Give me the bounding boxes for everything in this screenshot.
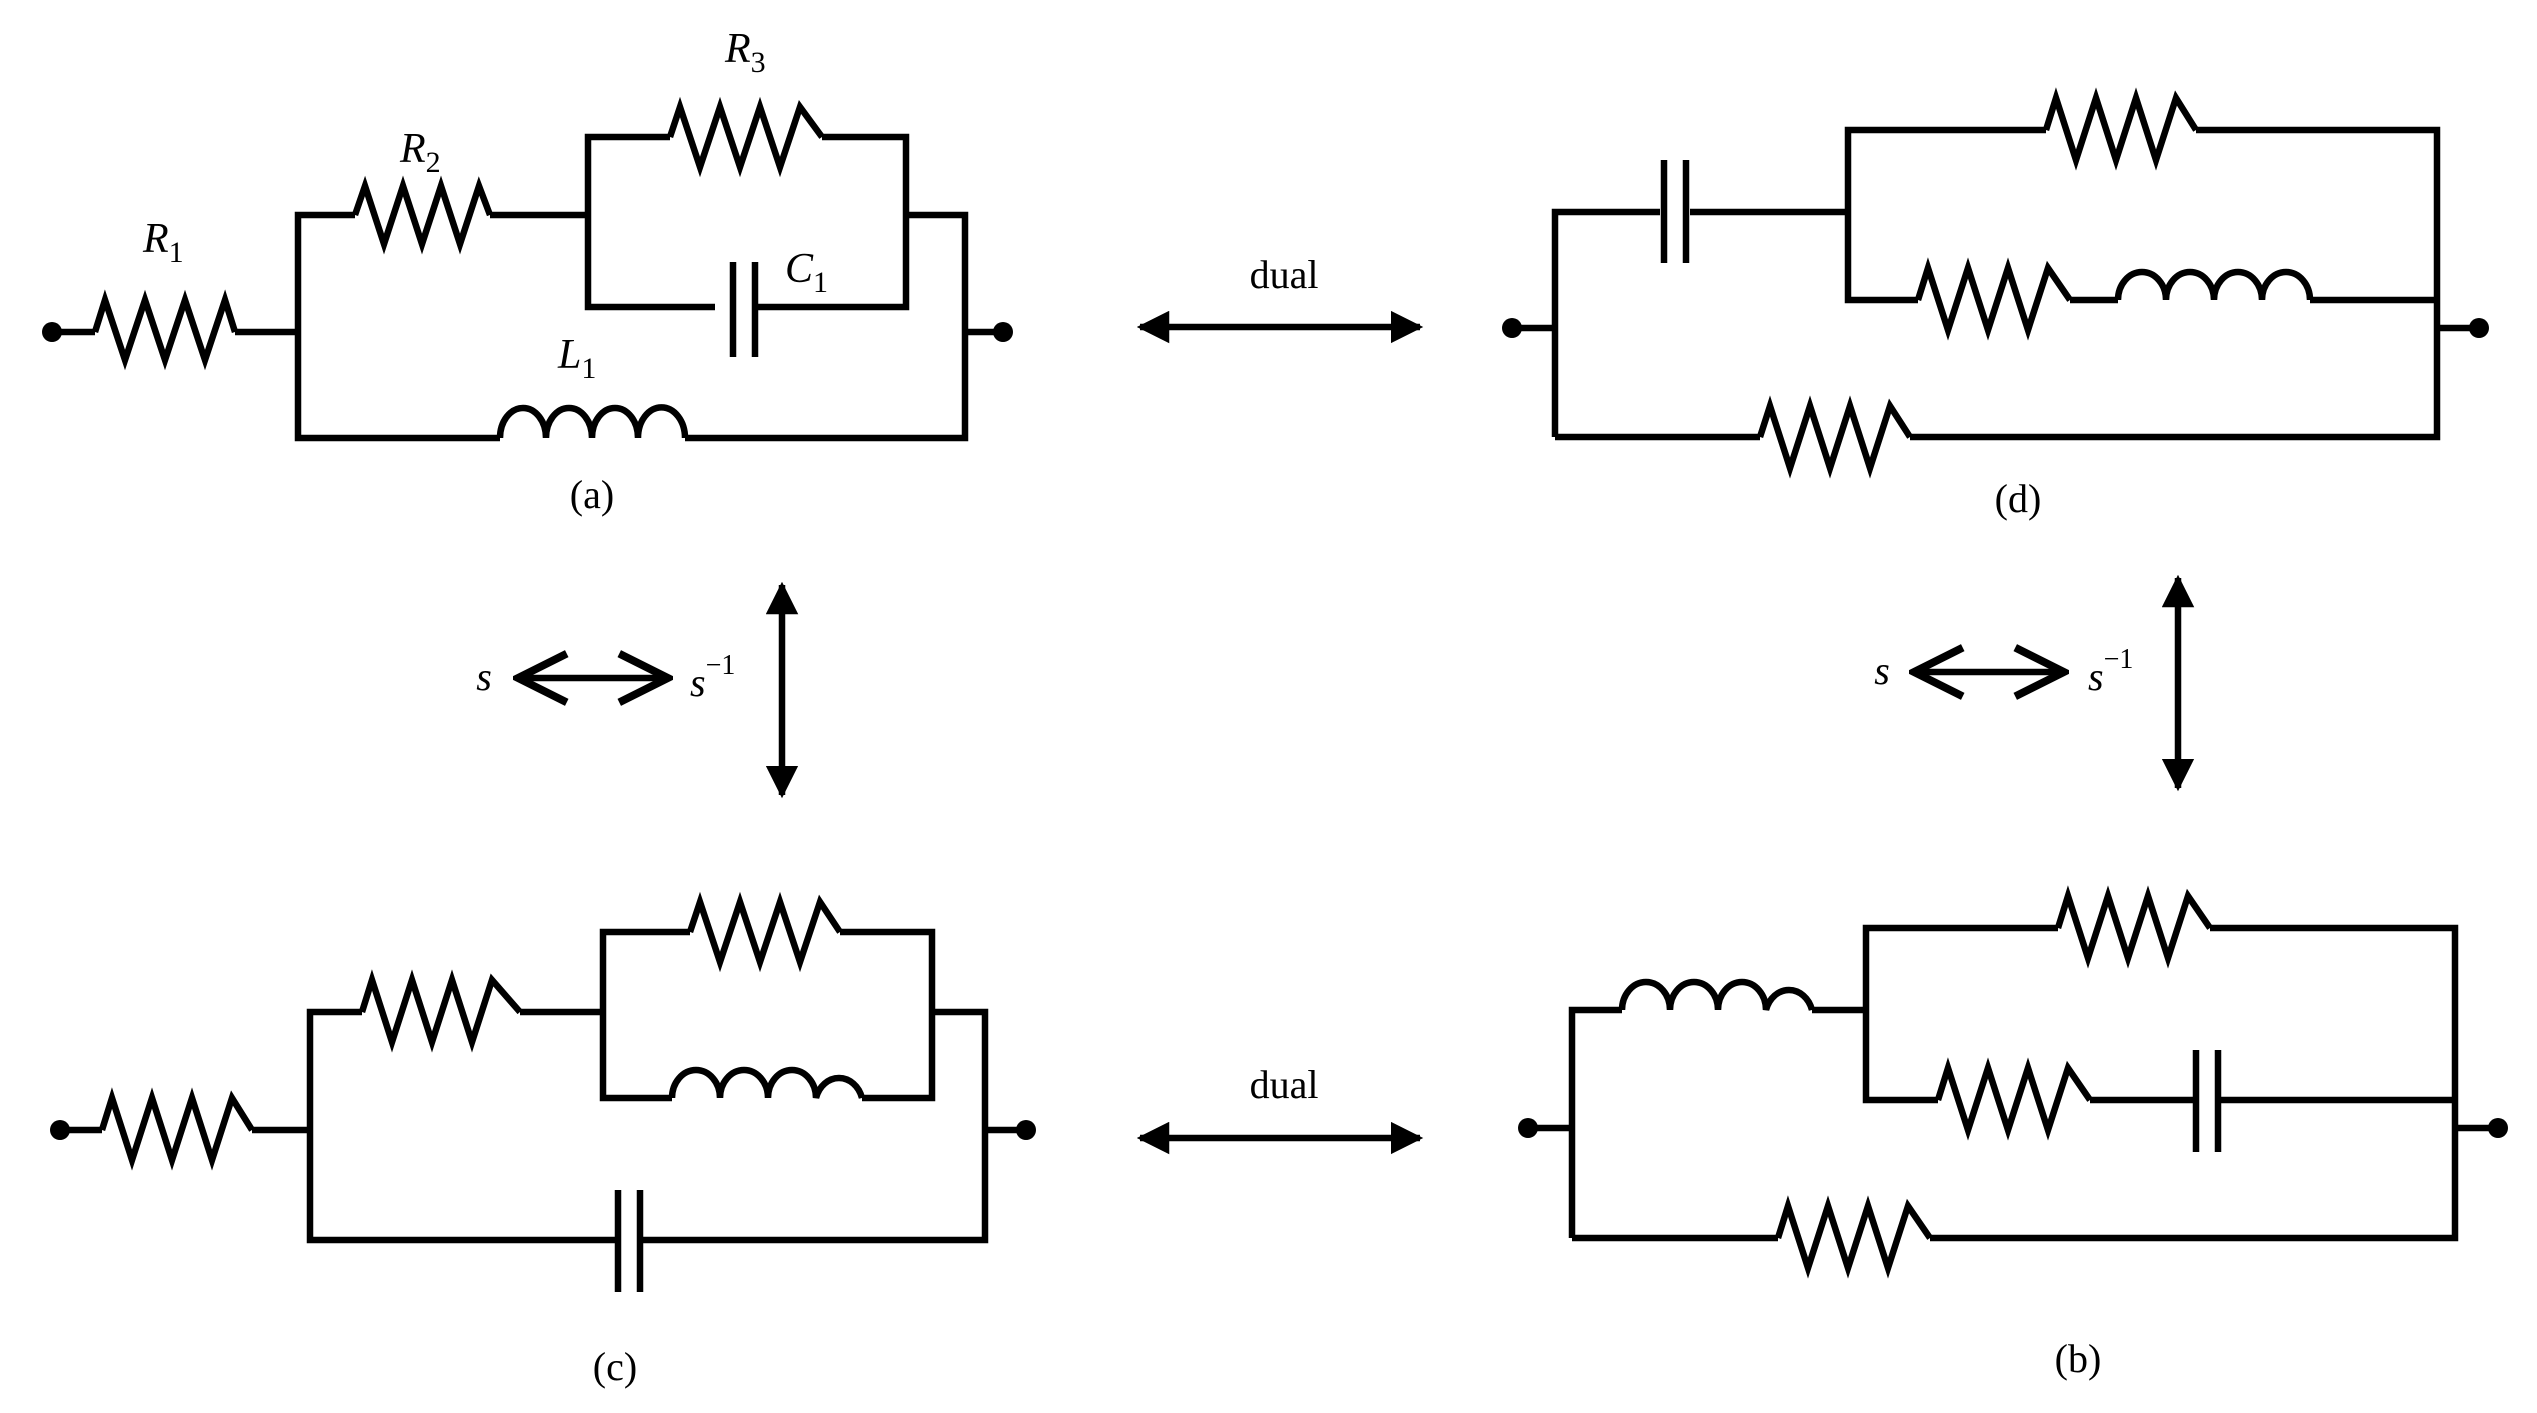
resistor-block-top: [686, 891, 843, 973]
inductor: [2114, 268, 2314, 301]
resistor-bottom: [1774, 1195, 1933, 1279]
circuit-c: (c): [50, 891, 1036, 1389]
resistor-middle: [1914, 257, 2073, 341]
inductor-block: [668, 1066, 866, 1099]
s-transform-right: s s−1: [1874, 574, 2195, 792]
label-r2: R2: [399, 126, 441, 179]
inductor: [1618, 978, 1816, 1011]
caption-b: (b): [2055, 1336, 2102, 1381]
s-transform-left: s s−1: [476, 581, 799, 799]
s-inverse-label: s−1: [2088, 644, 2133, 699]
label-r3: R3: [724, 26, 766, 79]
dual-label-bottom: dual: [1250, 1062, 1319, 1107]
caption-a: (a): [570, 472, 614, 517]
dual-bottom: dual: [1136, 1062, 1424, 1155]
resistor-r3: [666, 96, 825, 178]
wire-r2-to-block: [490, 133, 715, 311]
resistor-r2: [351, 175, 494, 255]
s-inverse-label: s−1: [690, 650, 735, 705]
dual-top: dual: [1136, 252, 1424, 344]
circuit-a: R1 R2 R3 C1 L1 (a): [42, 26, 1013, 517]
s-label: s: [476, 654, 492, 699]
s-label: s: [1874, 648, 1890, 693]
wire-block-right: [685, 133, 1003, 442]
dual-label-top: dual: [1250, 252, 1319, 297]
resistor-series: [358, 969, 523, 1053]
resistor-top: [2054, 885, 2213, 969]
wire-to-block: [1812, 924, 2058, 1104]
wire-cap-to-block: [1690, 126, 2046, 304]
resistor-left: [98, 1087, 255, 1171]
wire-right-node: [1910, 126, 2479, 441]
caption-c: (c): [593, 1344, 637, 1389]
wire-right-node: [1930, 924, 2498, 1242]
circuit-b: (b): [1518, 885, 2508, 1381]
resistor-r1: [91, 289, 239, 371]
label-c1: C1: [785, 246, 828, 299]
wire-left-node: [1528, 1006, 1778, 1242]
wire-node-left: [235, 211, 500, 442]
caption-d: (d): [1995, 476, 2042, 521]
resistor-middle: [1934, 1057, 2093, 1141]
wire-block-right: [643, 928, 1026, 1244]
wire-node-left: [252, 1008, 615, 1244]
wire-left-node: [1512, 208, 1760, 441]
label-r1: R1: [142, 216, 184, 269]
resistor-top: [2042, 87, 2199, 171]
inductor-l1: [496, 404, 689, 439]
label-l1: L1: [557, 332, 596, 385]
circuit-d: (d): [1502, 87, 2489, 521]
resistor-bottom: [1756, 395, 1913, 479]
wire-to-block: [520, 928, 690, 1102]
